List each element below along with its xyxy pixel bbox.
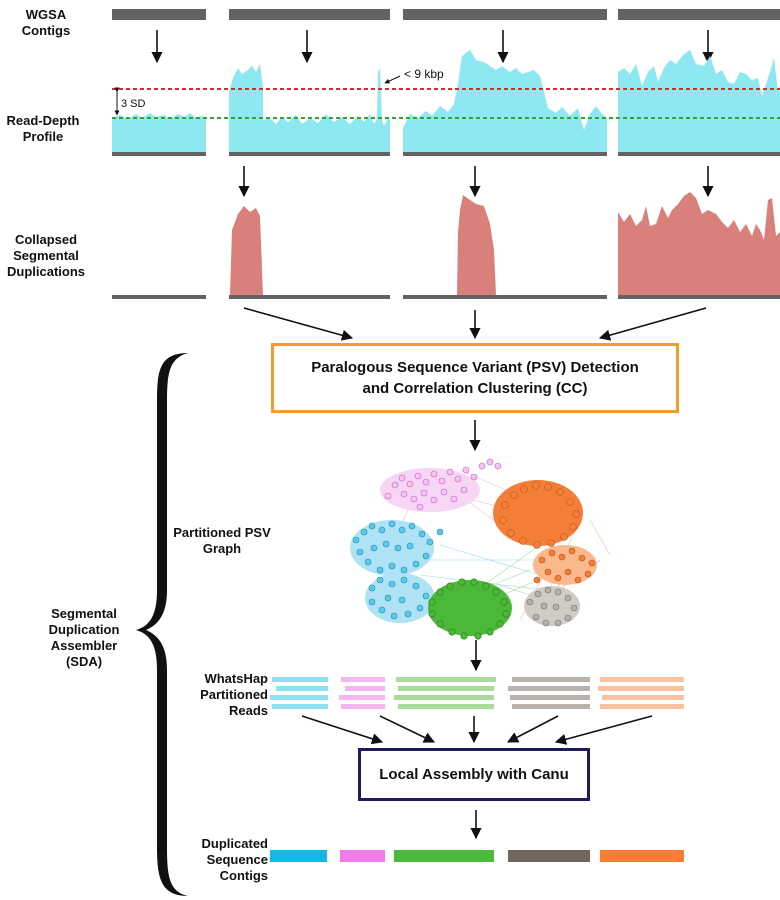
psv-detection-box: Paralogous Sequence Variant (PSV) Detect… [271,343,679,413]
contig-orange [600,850,684,862]
depth-profile [112,113,206,152]
cluster-cyan [350,520,444,623]
depth-baselines [112,152,780,156]
reads-gray [508,677,590,709]
cluster-green [428,578,512,640]
reads-to-canu-arrows [301,715,653,745]
depth-profile [403,50,607,152]
spike-size-label: < 9 kbp [404,67,444,81]
depth-profile [229,64,390,152]
contig-bar [618,9,780,20]
collapsed-region [618,192,780,295]
local-assembly-label: Local Assembly with Canu [379,766,569,783]
depth-to-collapsed-arrows [238,166,714,198]
collapsed-region [230,206,263,295]
depth-profile [618,50,780,152]
contig-gray [508,850,590,862]
cluster-orange [493,480,597,585]
psv-graph [350,458,611,640]
collapsed-to-psv-arrows [243,307,707,341]
three-sd-label: 3 SD [121,98,146,110]
psv-box-line-2: and Correlation Clustering (CC) [362,380,588,397]
collapsed-baselines [112,295,780,299]
reads-pink [339,677,385,709]
partitioned-reads [270,677,684,709]
contig-green [394,850,494,862]
sda-brace [136,353,188,896]
reads-orange [598,677,684,709]
wgsa-contig-bars [112,9,780,20]
spike-pointer-arrow [384,75,401,84]
contig-bar [229,9,390,20]
collapsed-sd-regions [230,192,780,295]
duplicated-sequence-contigs [270,850,684,862]
reads-cyan [270,677,328,709]
reads-green [394,677,496,709]
cluster-gray [524,586,580,627]
contig-bar [403,9,607,20]
local-assembly-box: Local Assembly with Canu [358,748,590,801]
contig-to-depth-arrows [151,30,714,64]
contig-cyan [270,850,327,862]
contig-bar [112,9,206,20]
collapsed-region [457,195,496,295]
cluster-pink [380,458,502,512]
psv-box-line-1: Paralogous Sequence Variant (PSV) Detect… [311,359,639,376]
read-depth-profiles [112,50,780,152]
contig-pink [340,850,385,862]
